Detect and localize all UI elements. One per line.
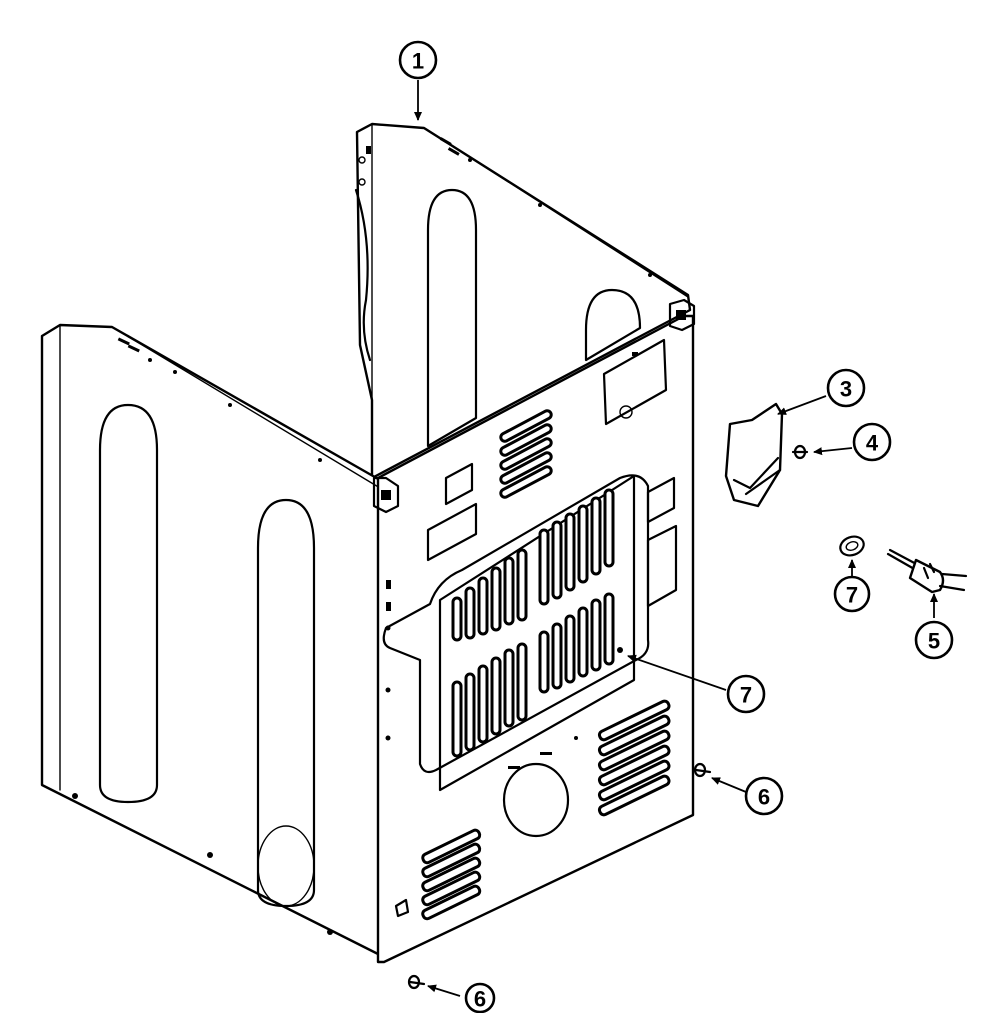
bracket-screw (791, 444, 809, 460)
callout-6-bottom: 6 (464, 982, 496, 1013)
svg-text:3: 3 (840, 377, 852, 402)
svg-text:7: 7 (740, 683, 752, 708)
svg-text:6: 6 (474, 987, 486, 1012)
svg-text:1: 1 (412, 49, 424, 74)
callout-1: 1 (398, 40, 438, 80)
svg-text:7: 7 (846, 583, 858, 608)
cabinet-screw-rear (693, 762, 712, 778)
cabinet-rear-panel (372, 298, 696, 964)
svg-text:5: 5 (928, 629, 940, 654)
lower-left-louvers (421, 828, 482, 921)
callout-6-rear: 6 (744, 776, 784, 816)
upper-louvers (499, 409, 553, 499)
strain-relief-grommet (839, 535, 865, 557)
terminal-block-bracket (724, 402, 784, 508)
power-cord (886, 548, 968, 594)
svg-text:4: 4 (866, 431, 879, 456)
cabinet-left-side-panel (40, 323, 382, 957)
svg-text:6: 6 (758, 785, 770, 810)
callout-5: 5 (914, 620, 954, 660)
grille-slots (451, 488, 615, 758)
lower-right-louvers (597, 699, 671, 817)
cabinet-screw-bottom (407, 974, 426, 990)
callout-3: 3 (826, 368, 866, 408)
cabinet-back-side-panel (354, 122, 692, 480)
callout-4: 4 (852, 422, 892, 462)
leader-lines (414, 80, 938, 997)
callout-7-grommet: 7 (833, 575, 871, 613)
callout-7-panel: 7 (726, 674, 766, 714)
